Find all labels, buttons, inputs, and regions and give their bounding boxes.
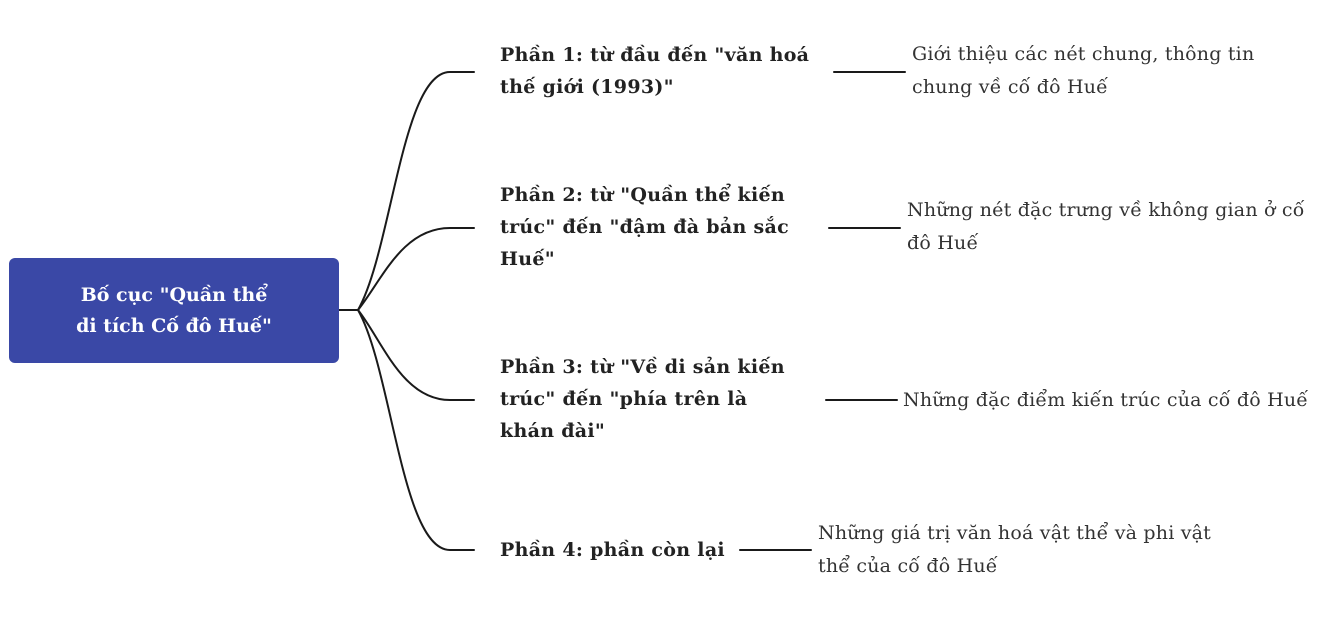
leaf-topic-label: Những đặc điểm kiến trúc của cố đô Huế xyxy=(903,389,1309,411)
leaf-topic-label: Những giá trị văn hoá vật thể và phi vật… xyxy=(818,522,1212,577)
branch-3-connector xyxy=(357,309,475,401)
branch-topic-3[interactable]: Phần 3: từ "Về di sản kiến trúc" đến "ph… xyxy=(500,351,800,447)
branch-1-connector xyxy=(357,71,475,311)
branch-topic-1[interactable]: Phần 1: từ đầu đến "văn hoá thế giới (19… xyxy=(500,39,820,103)
branch-2-connector xyxy=(357,227,475,311)
branch-topic-label: Phần 2: từ "Quần thể kiến trúc" đến "đậm… xyxy=(500,184,790,270)
leaf-topic-label: Những nét đặc trưng về không gian ở cố đ… xyxy=(907,199,1305,254)
root-topic-label: Bố cục "Quần thể di tích Cố đô Huế" xyxy=(76,283,272,337)
branch-topic-label: Phần 1: từ đầu đến "văn hoá thế giới (19… xyxy=(500,44,810,98)
leaf-topic-label: Giới thiệu các nét chung, thông tin chun… xyxy=(912,43,1255,98)
leaf-topic-4[interactable]: Những giá trị văn hoá vật thể và phi vật… xyxy=(818,517,1218,583)
branch-topic-label: Phần 4: phần còn lại xyxy=(500,539,725,561)
branch-topic-label: Phần 3: từ "Về di sản kiến trúc" đến "ph… xyxy=(500,356,785,442)
branch-4-connector xyxy=(357,309,475,551)
leaf-topic-1[interactable]: Giới thiệu các nét chung, thông tin chun… xyxy=(912,38,1272,104)
leaf-topic-3[interactable]: Những đặc điểm kiến trúc của cố đô Huế xyxy=(903,384,1333,417)
root-topic[interactable]: Bố cục "Quần thể di tích Cố đô Huế" xyxy=(9,258,339,363)
branch-topic-2[interactable]: Phần 2: từ "Quần thể kiến trúc" đến "đậm… xyxy=(500,179,800,275)
branch-topic-4[interactable]: Phần 4: phần còn lại xyxy=(500,534,760,566)
leaf-topic-2[interactable]: Những nét đặc trưng về không gian ở cố đ… xyxy=(907,194,1317,260)
